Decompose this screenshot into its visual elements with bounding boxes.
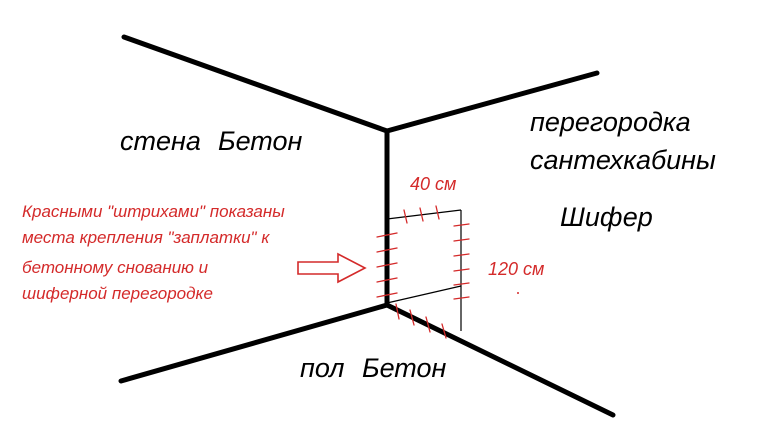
wall-material-label: Бетон	[218, 126, 303, 156]
note-line-2: места крепления "заплатки" к	[22, 228, 270, 247]
partition-floor-edge	[384, 302, 616, 418]
note-line-4: шиферной перегородке	[22, 284, 214, 303]
partition-material-label: Шифер	[560, 202, 653, 232]
partition-label-line1: перегородка	[530, 107, 691, 137]
note-line-1: Красными "штрихами" показаны	[22, 202, 285, 221]
wall-floor-edge	[118, 302, 390, 384]
wall-label: стена	[120, 126, 201, 156]
note-line-3: бетонному снованию и	[22, 258, 209, 277]
floor-label: пол	[300, 353, 345, 383]
floor-material-label: Бетон	[362, 353, 447, 383]
side-dimension-label: 120 см	[488, 259, 545, 279]
partition-ceiling-edge	[384, 70, 600, 134]
wall-ceiling-edge	[121, 34, 390, 134]
fastening-marks	[376, 205, 519, 339]
arrow-icon	[297, 252, 367, 284]
partition-label-line2: сантехкабины	[530, 145, 716, 175]
top-dimension-label: 40 см	[410, 174, 457, 194]
